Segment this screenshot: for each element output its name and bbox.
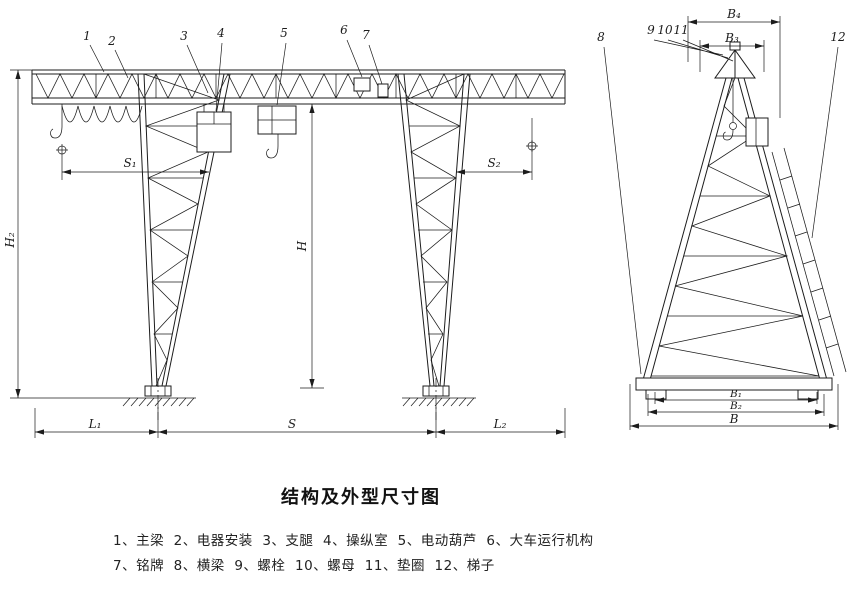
- callout-6: 6: [340, 23, 348, 37]
- dim-label-b4: B₄: [726, 7, 741, 21]
- dim-label-h: H: [295, 240, 309, 252]
- dim-label-b2: B₂: [729, 400, 742, 412]
- legend-line-2: 7、铭牌 8、横梁 9、螺栓 10、螺母 11、垫圈 12、梯子: [113, 558, 495, 574]
- callout-3: 3: [180, 29, 188, 43]
- side-callouts: 8 9 10 11 12: [597, 23, 846, 375]
- dim-label-h2: H₂: [3, 232, 17, 248]
- dim-label-l1: L₁: [88, 417, 102, 431]
- callout-7: 7: [362, 28, 370, 42]
- dim-label-b3: B₃: [724, 31, 739, 45]
- dim-label-b: B: [729, 412, 739, 426]
- left-end-hook: [50, 104, 68, 156]
- side-view: B₄ B₃ B₁ B₂ B 8 9 10 11 12: [597, 7, 847, 430]
- festoon-cables: [61, 105, 143, 123]
- ground-hatching: [122, 378, 476, 420]
- dim-label-s2: S₂: [487, 156, 500, 170]
- drawing-title: 结构及外型尺寸图: [281, 487, 441, 508]
- dim-label-b1: B₁: [729, 388, 742, 400]
- callout-11: 11: [673, 23, 688, 37]
- front-dimension-lines: S₁ S₂ L₁ S L₂ H₂ H: [3, 69, 566, 438]
- crane-drawing: S₁ S₂ L₁ S L₂ H₂ H 1 2 3 4 5 6 7: [3, 7, 847, 438]
- callout-1: 1: [83, 29, 91, 43]
- side-dimension-lines: B₄ B₃ B₁ B₂ B: [629, 7, 839, 430]
- main-girder-truss: [31, 69, 566, 105]
- callout-8: 8: [597, 30, 605, 44]
- electric-hoist: [257, 105, 297, 159]
- callout-12: 12: [830, 30, 845, 44]
- legend-line-1: 1、主梁 2、电器安装 3、支腿 4、操纵室 5、电动葫芦 6、大车运行机构: [113, 533, 594, 549]
- callout-5: 5: [280, 26, 288, 40]
- callout-10: 10: [657, 23, 673, 37]
- hook-limit-mark: [526, 118, 538, 180]
- front-callouts: 1 2 3 4 5 6 7: [83, 23, 383, 112]
- dim-label-s1: S₁: [123, 156, 136, 170]
- side-hoist: [722, 78, 769, 147]
- front-view: S₁ S₂ L₁ S L₂ H₂ H 1 2 3 4 5 6 7: [3, 23, 566, 438]
- callout-4: 4: [216, 26, 225, 40]
- a-frame-truss: [642, 77, 828, 381]
- dim-label-s: S: [288, 417, 296, 431]
- dim-label-l2: L₂: [493, 417, 507, 431]
- callout-9: 9: [647, 23, 655, 37]
- end-beam: [635, 377, 833, 400]
- ladder: [771, 147, 847, 377]
- travel-mechanism: [353, 77, 371, 92]
- nameplate: [377, 83, 389, 98]
- operator-cab: [196, 104, 232, 153]
- apex-cap: [714, 41, 756, 79]
- right-leg-truss: [397, 73, 471, 397]
- callout-2: 2: [107, 34, 116, 48]
